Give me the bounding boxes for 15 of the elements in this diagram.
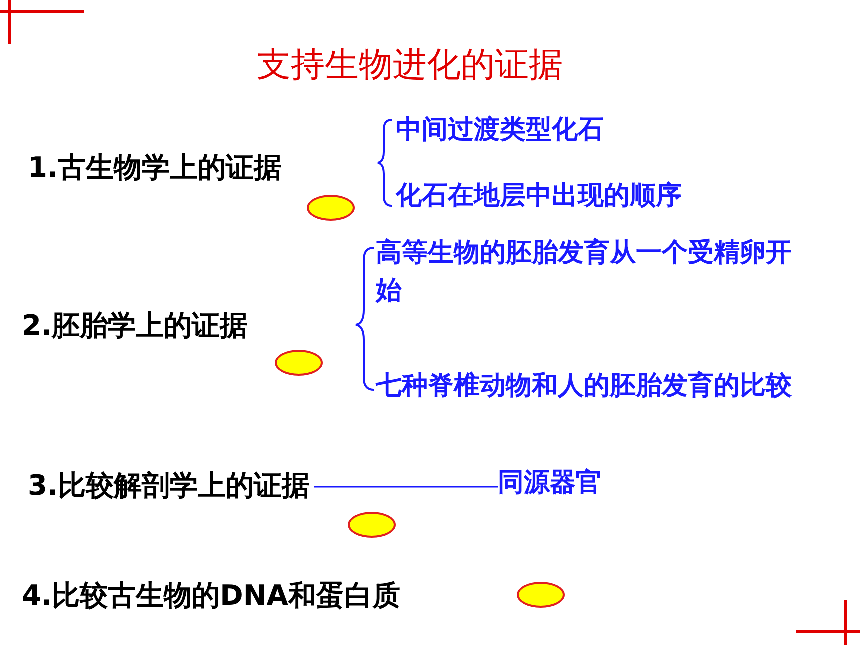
title: 支持生物进化的证据 — [256, 44, 564, 87]
evidence-detail: 高等生物的胚胎发育从一个受精卵开始 — [376, 237, 793, 308]
oval-marker — [307, 195, 355, 221]
evidence-detail: 七种脊椎动物和人的胚胎发育的比较 — [376, 370, 792, 403]
evidence-heading: 3.比较解剖学上的证据 — [28, 468, 310, 504]
evidence-detail: 同源器官 — [498, 467, 602, 500]
evidence-heading: 2.胚胎学上的证据 — [22, 308, 248, 344]
oval-marker — [517, 582, 565, 608]
oval-marker — [348, 512, 396, 538]
evidence-heading: 1.古生物学上的证据 — [28, 150, 282, 186]
oval-marker — [275, 350, 323, 376]
evidence-heading: 4.比较古生物的DNA和蛋白质 — [22, 578, 400, 614]
evidence-detail: 中间过渡类型化石 — [396, 114, 604, 147]
evidence-detail: 化石在地层中出现的顺序 — [396, 180, 682, 213]
connector-line — [314, 486, 498, 488]
